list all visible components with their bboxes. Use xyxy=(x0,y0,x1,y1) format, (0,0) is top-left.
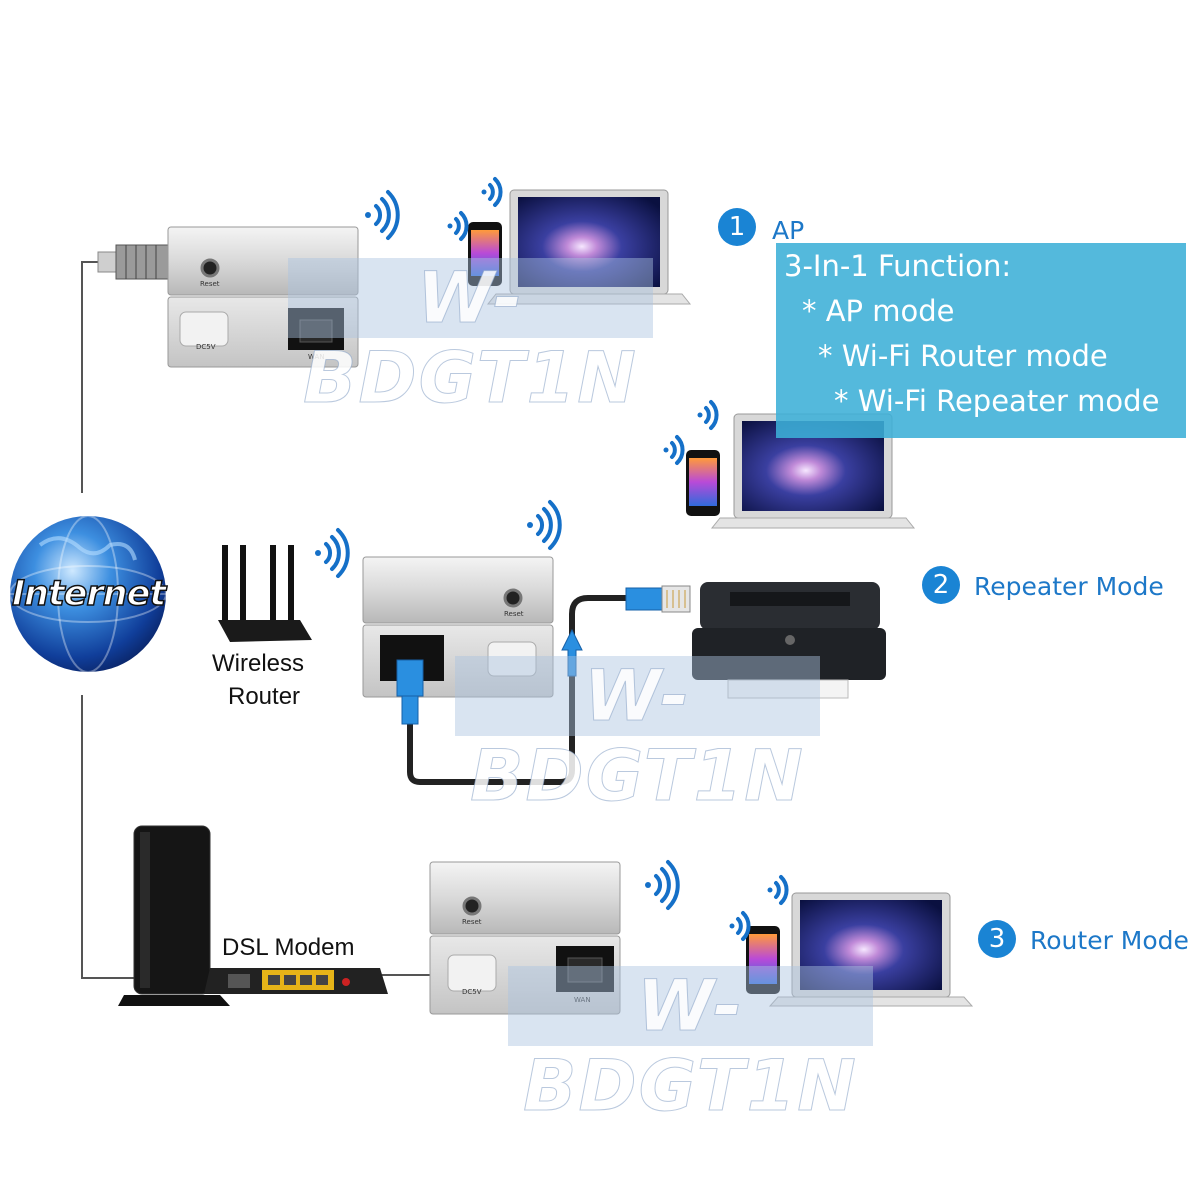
laptop-icon xyxy=(768,892,974,1007)
modem-tower-icon xyxy=(118,825,230,1006)
globe-icon xyxy=(9,515,167,673)
power-marking: DC5V xyxy=(462,988,482,996)
smartphone-icon xyxy=(468,222,502,286)
watermark: W-BDGT1N xyxy=(508,966,873,1127)
reset-marking: Reset xyxy=(462,918,482,926)
wifi-signal-icon xyxy=(697,400,719,430)
ap-cable-plug xyxy=(97,244,169,280)
router-mode-device xyxy=(429,861,621,1015)
function-item: * Wi-Fi Repeater mode xyxy=(834,384,1160,418)
reset-marking: Reset xyxy=(504,610,524,618)
laptop-icon xyxy=(486,189,692,305)
wifi-signal-icon xyxy=(481,177,503,207)
ethernet-cable-icon xyxy=(396,585,691,785)
wifi-signal-icon xyxy=(663,435,685,465)
ap-device xyxy=(97,226,359,368)
function-title: 3-In-1 Function: xyxy=(784,249,1012,283)
function-item: * Wi-Fi Router mode xyxy=(818,339,1108,373)
function-box: 3-In-1 Function: * AP mode * Wi-Fi Route… xyxy=(776,243,1186,438)
wifi-signal-icon xyxy=(729,911,751,941)
reset-marking: Reset xyxy=(200,280,220,288)
wifi-signal-icon xyxy=(767,875,789,905)
laptop-icon xyxy=(710,413,916,529)
mode-label-ap: AP xyxy=(772,216,805,245)
wireless-router-icon xyxy=(218,545,312,642)
watermark: W-BDGT1N xyxy=(288,258,653,419)
wireless-router-label-line1: Wireless xyxy=(212,650,305,677)
watermark: W-BDGT1N xyxy=(455,656,820,817)
dsl-modem-label: DSL Modem xyxy=(222,934,355,961)
reset-button xyxy=(200,258,220,278)
mode-number-badge: 1 xyxy=(718,208,756,246)
mode-number-badge: 3 xyxy=(978,920,1016,958)
mode-label-repeater: Repeater Mode xyxy=(974,572,1164,601)
connection-lines xyxy=(81,261,430,979)
internet-label: Internet xyxy=(11,573,167,615)
mode-number-badge: 2 xyxy=(922,566,960,604)
function-item: * AP mode xyxy=(802,294,955,328)
reset-button xyxy=(503,588,523,608)
reset-button xyxy=(462,896,482,916)
wifi-signal-icon xyxy=(447,211,469,241)
mode-label-router: Router Mode xyxy=(1030,926,1189,955)
wifi-signal-icon xyxy=(645,860,680,910)
wifi-signal-icon xyxy=(527,500,562,550)
wifi-signal-icon xyxy=(315,528,350,578)
printer-icon xyxy=(692,582,886,699)
port-marking: WAN xyxy=(308,353,325,361)
up-arrow-icon xyxy=(561,628,583,677)
smartphone-icon xyxy=(686,450,720,516)
smartphone-icon xyxy=(746,926,780,994)
power-marking: DC5V xyxy=(196,343,216,351)
wireless-router-label-line2: Router xyxy=(228,683,301,710)
port-marking: WAN xyxy=(574,996,591,1004)
wifi-signal-icon xyxy=(365,190,400,240)
dsl-modem-icon xyxy=(204,968,388,994)
